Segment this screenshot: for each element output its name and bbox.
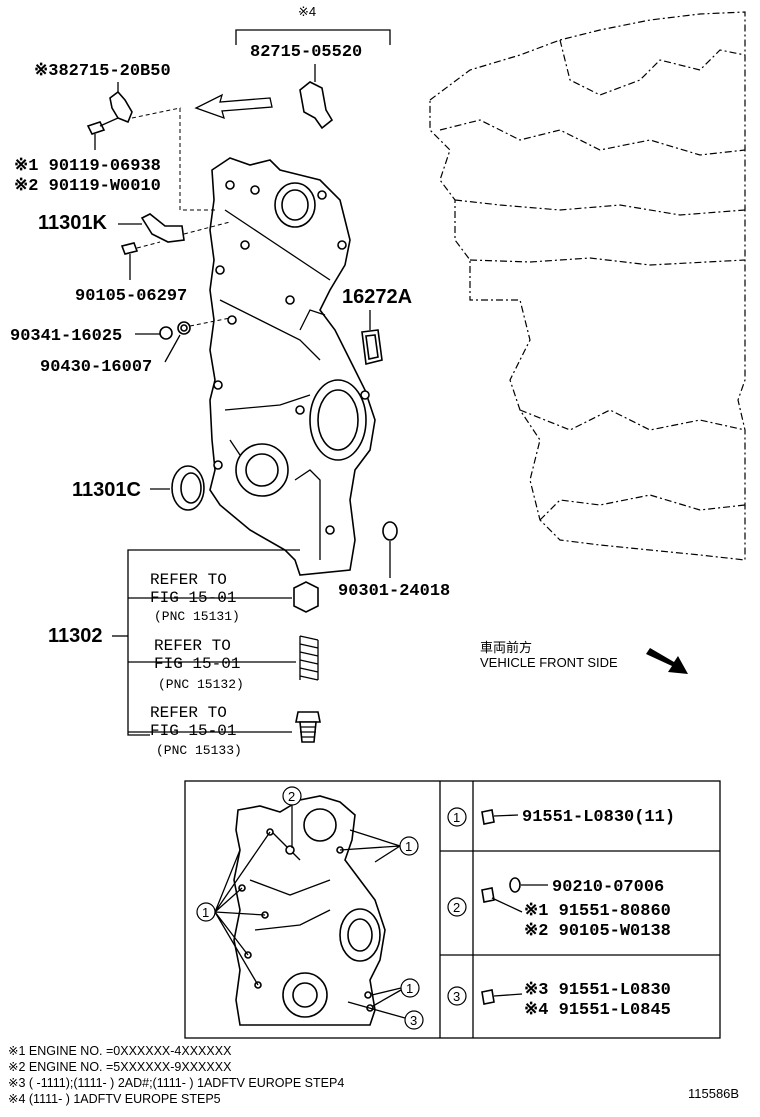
footnote-4: ※4 (1111- ) 1ADFTV EUROPE STEP5	[8, 1092, 221, 1106]
bolt-90119	[86, 121, 106, 135]
vehicle-front-arrow-icon	[646, 648, 688, 674]
plug-90341-16025	[159, 326, 173, 340]
direction-arrow-icon	[194, 93, 273, 120]
refer-3-pnc: (PNC 15133)	[156, 743, 242, 758]
refer-1-line1: REFER TO	[150, 571, 227, 589]
label-90105-06297: 90105-06297	[75, 287, 187, 306]
svg-text:1: 1	[406, 981, 413, 996]
vehicle-front-en: VEHICLE FRONT SIDE	[480, 655, 618, 670]
figure-id: 115586B	[688, 1086, 739, 1101]
engine-block-outline	[429, 11, 746, 561]
timing-cover	[209, 157, 376, 576]
svg-text:2: 2	[453, 900, 460, 915]
washer-icon	[509, 877, 521, 893]
label-11301C: 11301C	[72, 479, 141, 501]
label-90430-16007: 90430-16007	[40, 358, 152, 377]
svg-text:1: 1	[405, 839, 412, 854]
bolt-table: 2 1 1 1 3 1 91551-L0830(11) 2 90210-0700…	[184, 780, 721, 1039]
svg-text:3: 3	[410, 1013, 417, 1028]
bracket-82715-05520	[235, 29, 391, 45]
part-pnc-15131	[293, 581, 319, 613]
plug-pnc-15133	[295, 711, 321, 743]
refer-2-line2: FIG 15-01	[154, 655, 240, 673]
label-82715-20B50: ※382715-20B50	[34, 62, 171, 81]
bolt-90105-06297	[120, 242, 139, 255]
note-mark-4: ※4	[298, 4, 316, 19]
table-row-3-part-b: ※4 91551-L0845	[524, 1001, 671, 1020]
refer-2-pnc: (PNC 15132)	[158, 677, 244, 692]
svg-text:1: 1	[453, 810, 460, 825]
label-90341-16025: 90341-16025	[10, 327, 122, 346]
label-11302: 11302	[48, 625, 103, 647]
svg-text:2: 2	[288, 789, 295, 804]
refer-2-line1: REFER TO	[154, 637, 231, 655]
label-11301K: 11301K	[38, 212, 108, 234]
table-row-2-part-c: ※2 90105-W0138	[524, 922, 671, 941]
table-row-2-part-b: ※1 91551-80860	[524, 902, 671, 921]
table-row-2-num	[447, 897, 467, 917]
label-90119-W0010: ※2 90119-W0010	[14, 177, 161, 196]
cover-thumbnail	[233, 795, 386, 1026]
footnote-3: ※3 ( -1111);(1111- ) 2AD#;(1111- ) 1ADFT…	[8, 1076, 344, 1090]
table-row-1-part: 91551-L0830(11)	[522, 808, 675, 827]
table-row-2-part-a: 90210-07006	[552, 878, 664, 897]
gasket-inner	[365, 334, 379, 360]
table-row-1-num	[447, 807, 467, 827]
label-16272A: 16272A	[342, 286, 412, 308]
sensor-11301K	[140, 213, 185, 243]
thumb-callout-3	[404, 1010, 424, 1030]
refer-3-line2: FIG 15-01	[150, 722, 236, 740]
table-row-3-num	[447, 986, 467, 1006]
label-90301-24018: 90301-24018	[338, 582, 450, 601]
bolt-icon	[481, 887, 495, 903]
clamp-82715-20B50	[109, 90, 133, 124]
bracket-11302	[127, 549, 300, 736]
svg-text:1: 1	[202, 905, 209, 920]
table-row-3-part-a: ※3 91551-L0830	[524, 981, 671, 1000]
vehicle-front-jp: 車両前方	[480, 640, 532, 655]
footnote-2: ※2 ENGINE NO. =5XXXXXX-9XXXXXX	[8, 1060, 232, 1074]
clamp-82715-05520	[299, 81, 334, 130]
footnote-1: ※1 ENGINE NO. =0XXXXXX-4XXXXXX	[8, 1044, 232, 1058]
svg-text:3: 3	[453, 989, 460, 1004]
label-82715-05520: 82715-05520	[250, 43, 362, 62]
spring-pnc-15132	[299, 635, 319, 681]
refer-3-line1: REFER TO	[150, 704, 227, 722]
label-90119-06938: ※1 90119-06938	[14, 157, 161, 176]
bolt-icon	[481, 989, 495, 1005]
bolt-icon	[481, 809, 495, 825]
refer-1-pnc: (PNC 15131)	[154, 609, 240, 624]
o-ring-90301-24018	[382, 521, 398, 541]
